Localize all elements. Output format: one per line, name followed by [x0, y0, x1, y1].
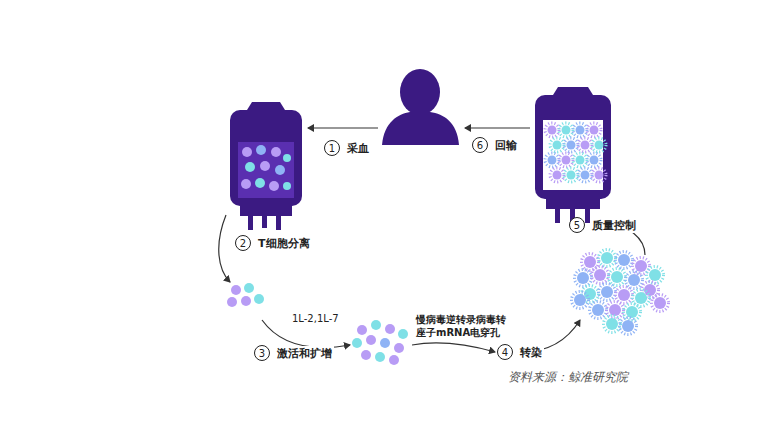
step-text: 激活和扩增	[275, 346, 334, 361]
step-text: 采血	[345, 141, 371, 156]
step-number: 5	[569, 217, 585, 233]
step-text: 质量控制	[590, 218, 638, 233]
step-text: 转染	[518, 345, 544, 360]
step-text: T细胞分离	[256, 236, 312, 251]
step-number: 1	[324, 140, 340, 156]
step-number: 2	[235, 235, 251, 251]
step-label: 6 回输	[472, 137, 519, 153]
car-t-cells	[572, 250, 669, 335]
step-number: 6	[472, 137, 488, 153]
step-label: 3 激活和扩增	[254, 345, 334, 361]
step-number: 3	[254, 345, 270, 361]
step-label: 2 T细胞分离	[235, 235, 312, 251]
reagent-label: 1L-2,1L-7	[292, 313, 339, 326]
expanded-cells	[352, 320, 408, 365]
t-cells	[227, 283, 264, 307]
blood-bag-right	[535, 87, 611, 223]
source-note: 资料来源：鲸准研究院	[508, 370, 628, 385]
blood-bag-left	[230, 102, 302, 230]
process-arrows	[219, 128, 645, 352]
patient-silhouette	[382, 69, 459, 145]
step-label: 1 采血	[324, 140, 371, 156]
step-label: 4 转染	[497, 344, 544, 360]
reagent-label: 慢病毒逆转录病毒转 座子mRNA电穿孔	[416, 314, 512, 339]
step-label: 5 质量控制	[569, 217, 638, 233]
step-number: 4	[497, 344, 513, 360]
step-text: 回输	[493, 138, 519, 153]
